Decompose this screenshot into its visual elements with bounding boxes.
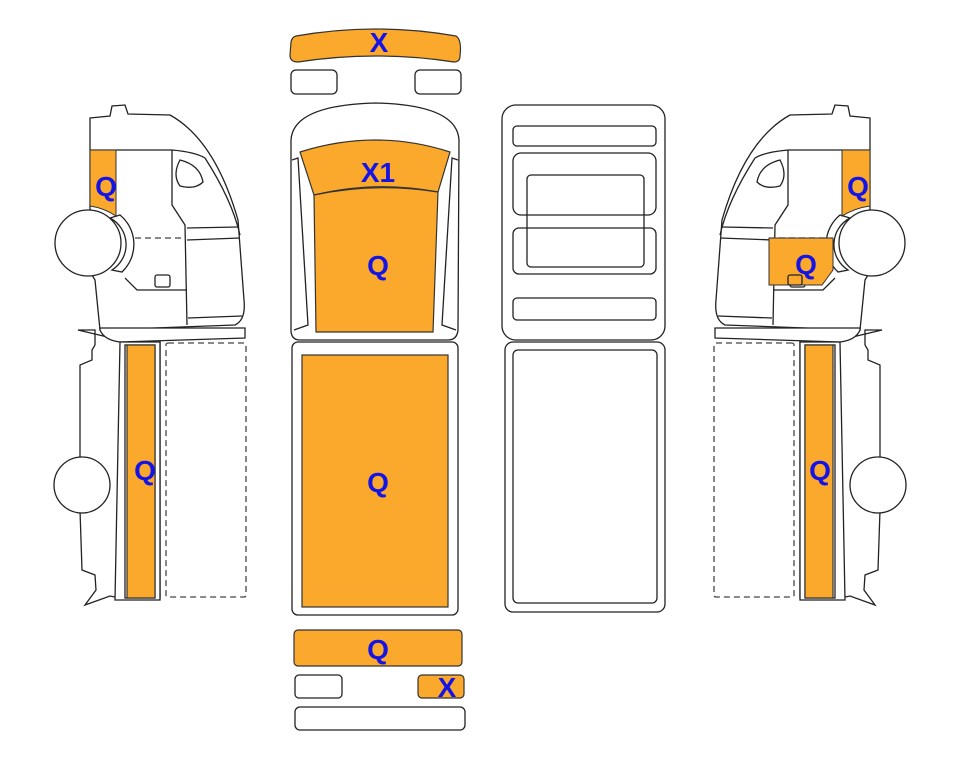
rear-right-light-damage[interactable] bbox=[417, 674, 465, 699]
damage-code-label: Q bbox=[367, 467, 389, 498]
damage-code-label: Q bbox=[795, 249, 817, 280]
left-side-view: Q Q bbox=[53, 104, 247, 606]
right-mirror bbox=[414, 69, 462, 95]
right-side-view: Q Q Q bbox=[713, 104, 907, 606]
damage-code-label: Q bbox=[134, 455, 156, 486]
right-cargo-side-damage[interactable] bbox=[804, 344, 834, 599]
damage-code-label: Q bbox=[367, 250, 389, 281]
underside-view bbox=[501, 104, 666, 613]
left-front-pillar-damage[interactable] bbox=[89, 149, 117, 217]
damage-code-label: X bbox=[438, 672, 457, 703]
damage-code-label: X1 bbox=[361, 157, 395, 188]
damage-code-label: Q bbox=[847, 171, 869, 202]
rear-bumper-damage[interactable] bbox=[293, 629, 463, 667]
damage-code-label: Q bbox=[95, 171, 117, 202]
rear-step bbox=[294, 706, 466, 731]
damage-code-label: Q bbox=[809, 455, 831, 486]
damage-code-label: X bbox=[370, 27, 389, 58]
rear-left-light bbox=[294, 674, 343, 699]
windshield-damage[interactable] bbox=[299, 139, 451, 196]
cab-roof-damage[interactable] bbox=[313, 187, 439, 333]
damage-code-label: Q bbox=[367, 634, 389, 665]
cargo-roof-damage[interactable] bbox=[301, 354, 449, 608]
left-mirror bbox=[290, 69, 338, 95]
front-bumper-damage[interactable] bbox=[289, 28, 462, 63]
right-front-pillar-damage[interactable] bbox=[841, 149, 871, 217]
left-cargo-side-damage[interactable] bbox=[126, 344, 156, 599]
top-view: X X1 Q Q Q X bbox=[289, 27, 466, 731]
